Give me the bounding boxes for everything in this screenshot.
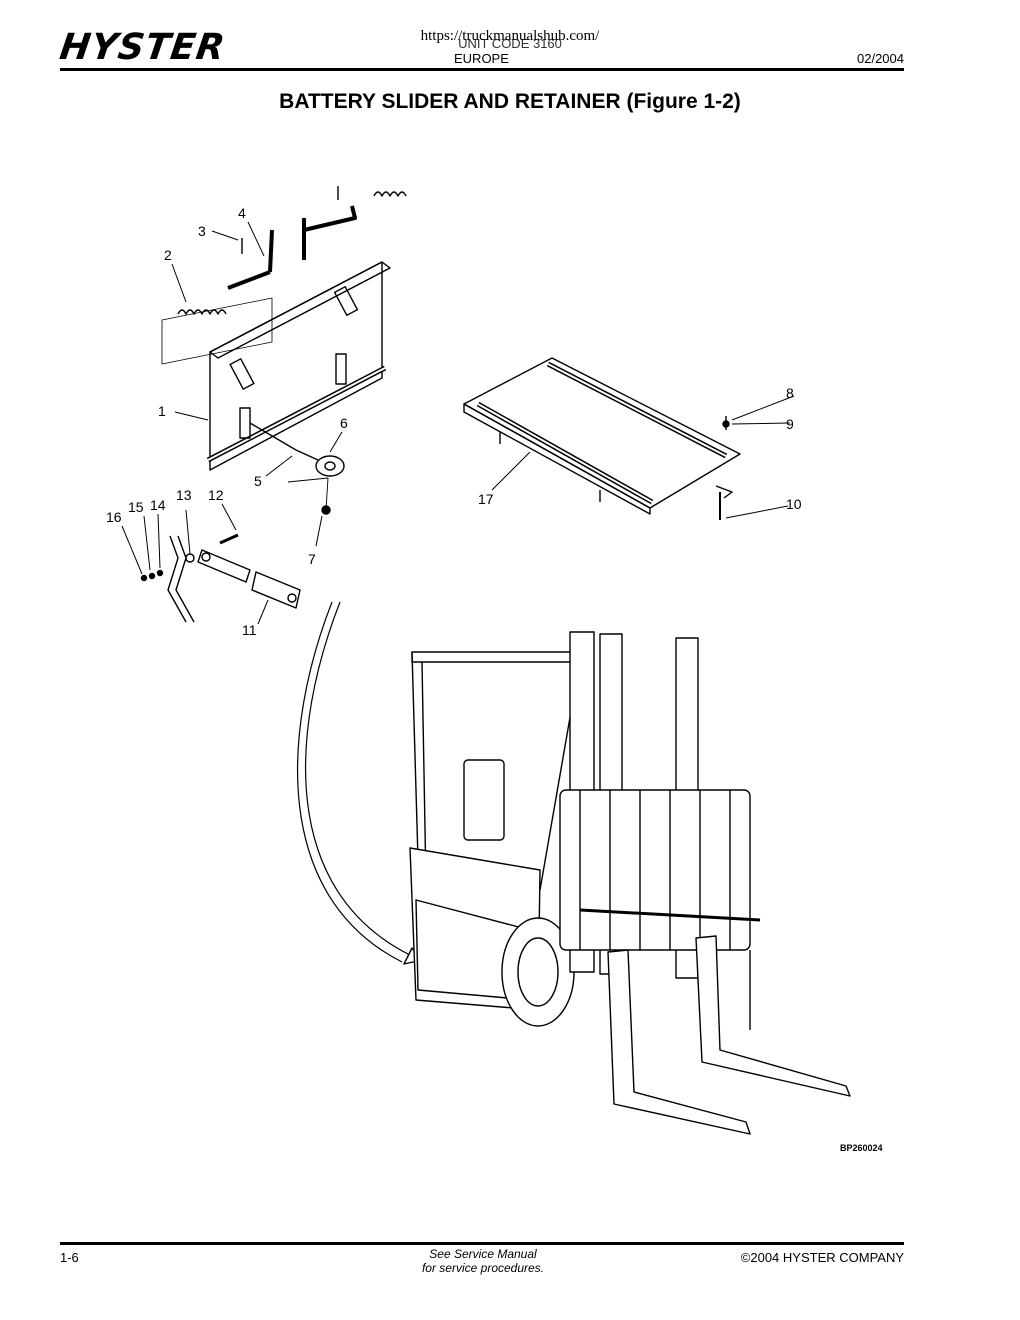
unit-code: UNIT CODE 3160 bbox=[458, 36, 562, 51]
region-label: EUROPE bbox=[454, 51, 509, 66]
callout-1: 1 bbox=[158, 403, 166, 419]
callout-3: 3 bbox=[198, 223, 206, 239]
forklift-illustration bbox=[409, 631, 851, 1135]
callout-17: 17 bbox=[478, 491, 494, 507]
page-number: 1-6 bbox=[60, 1250, 79, 1265]
callout-9: 9 bbox=[786, 416, 794, 432]
callout-4: 4 bbox=[238, 205, 246, 221]
callout-10: 10 bbox=[786, 496, 802, 512]
callout-7: 7 bbox=[308, 551, 316, 567]
callout-8: 8 bbox=[786, 385, 794, 401]
figure-code: BP260024 bbox=[840, 1143, 883, 1153]
callout-6: 6 bbox=[340, 415, 348, 431]
footer-rule bbox=[60, 1242, 904, 1245]
page-title: BATTERY SLIDER AND RETAINER (Figure 1-2) bbox=[279, 90, 741, 113]
battery-tray bbox=[463, 357, 741, 515]
callout-14: 14 bbox=[150, 497, 166, 513]
spring-2 bbox=[177, 309, 227, 315]
callout-11: 11 bbox=[242, 622, 257, 638]
callout-15: 15 bbox=[128, 499, 144, 515]
callout-16: 16 bbox=[106, 509, 122, 525]
copyright: ©2004 HYSTER COMPANY bbox=[740, 1250, 904, 1265]
callout-13: 13 bbox=[176, 487, 192, 503]
footer-note-line1: See Service Manual bbox=[429, 1247, 537, 1261]
slider-plate bbox=[206, 261, 391, 471]
footer-note: See Service Manual for service procedure… bbox=[0, 1247, 966, 1275]
callout-12: 12 bbox=[208, 487, 224, 503]
exploded-parts-figure: 1 2 3 4 5 6 7 8 9 10 11 12 13 14 15 16 1… bbox=[106, 186, 883, 1153]
source-url[interactable]: https://truckmanualshub.com/ bbox=[420, 28, 600, 44]
callout-5: 5 bbox=[254, 473, 262, 489]
footer-note-line2: for service procedures. bbox=[421, 1261, 545, 1275]
header-date: 02/2004 bbox=[857, 51, 904, 66]
header-rule bbox=[60, 68, 904, 71]
callout-2: 2 bbox=[164, 247, 172, 263]
